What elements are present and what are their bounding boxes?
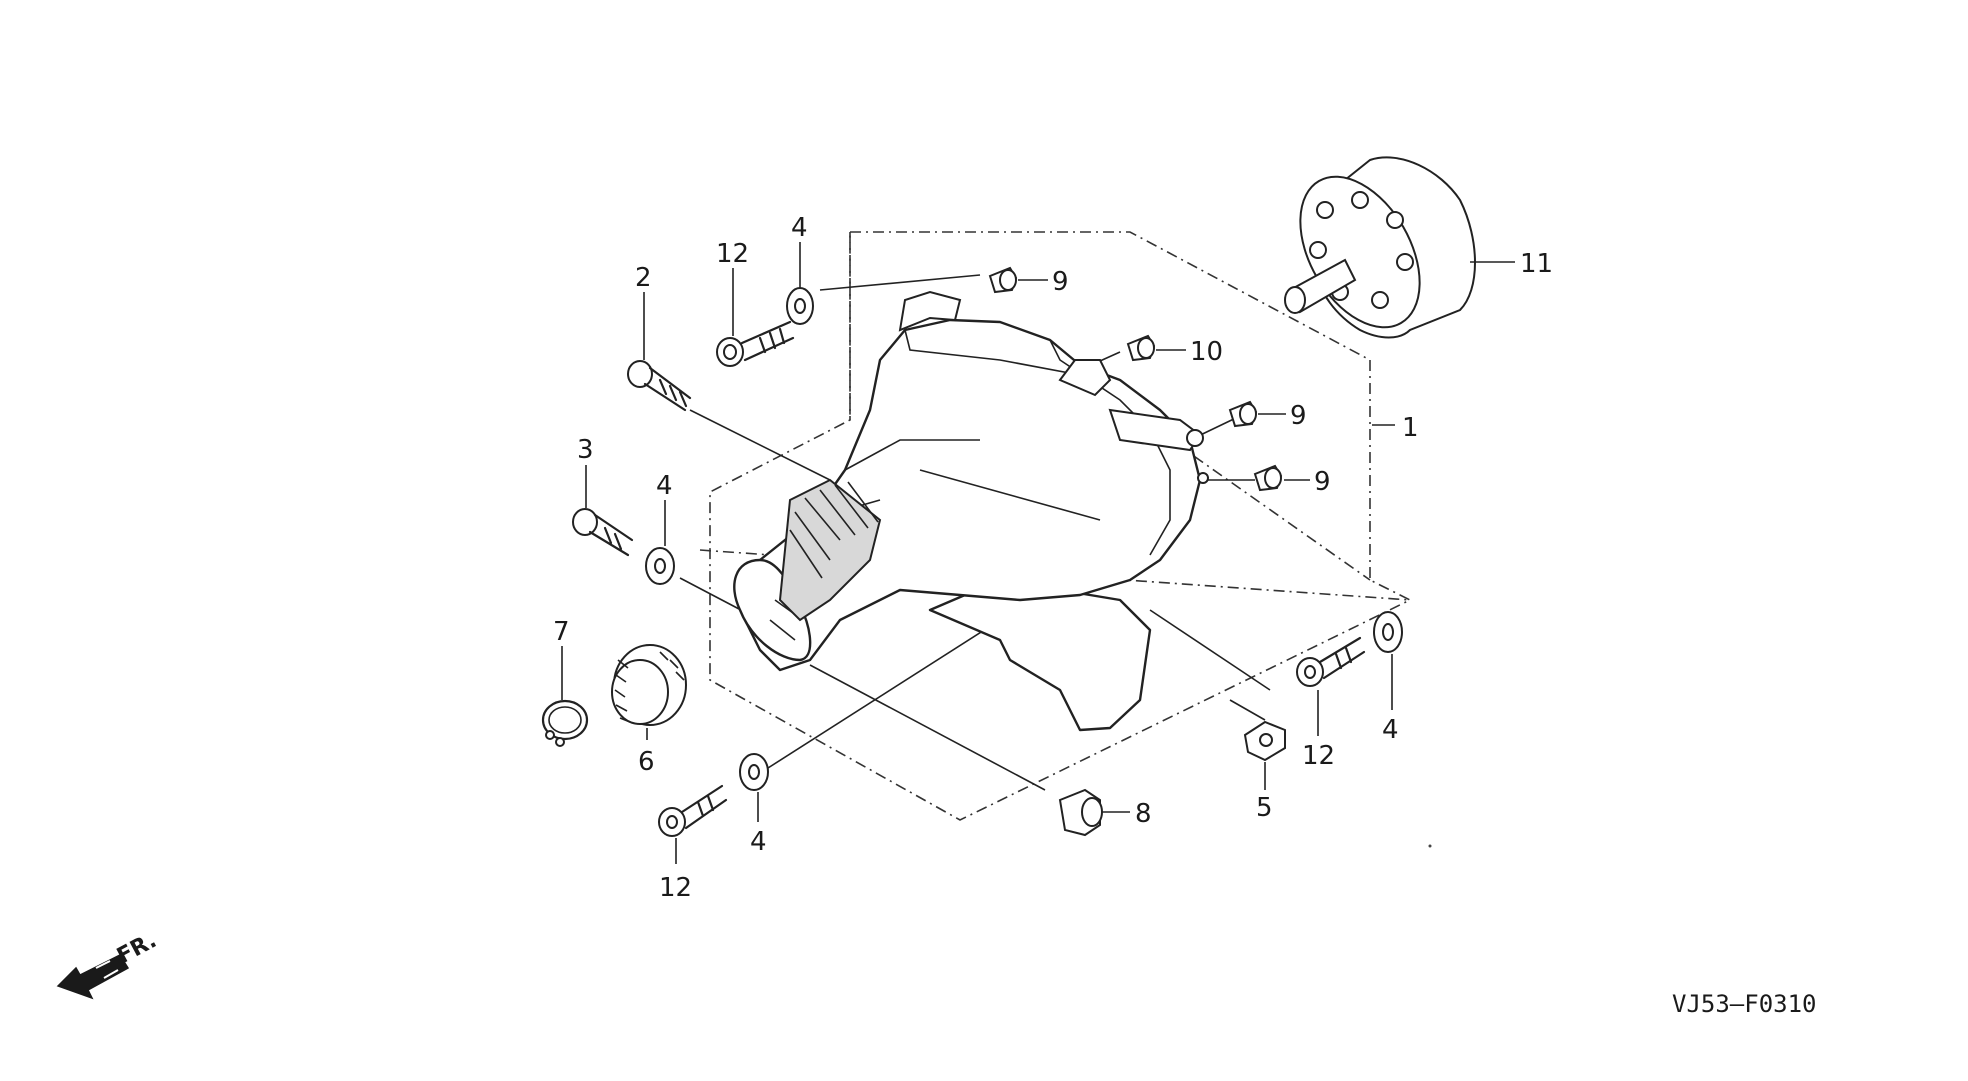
nut-5: [1243, 720, 1286, 762]
bolt-2: [627, 360, 692, 412]
plug-8: [1058, 788, 1103, 837]
stray-dot: [1428, 844, 1432, 848]
callout-leaders: [561, 242, 1515, 864]
label-part-12-right: 12: [1302, 741, 1335, 771]
washer-4-left: [645, 547, 675, 585]
callout-labels: 12 4 9 2 10 9 9 1 11 3 4 7 6 4 12 8 5 12…: [553, 213, 1553, 903]
front-direction-arrow: FR.: [56, 928, 161, 1000]
washer-4-right: [1373, 611, 1403, 653]
label-part-3: 3: [577, 435, 594, 465]
label-part-2: 2: [635, 263, 652, 293]
label-part-4-right: 4: [1382, 715, 1399, 745]
coupling-11: [1284, 156, 1476, 339]
label-part-4-left: 4: [656, 471, 673, 501]
dowel-9-b: [1228, 400, 1258, 428]
label-part-1: 1: [1402, 413, 1419, 443]
bolt-12-top: [716, 320, 795, 367]
label-part-10: 10: [1190, 337, 1223, 367]
figure-code: VJ53—F0310: [1672, 990, 1817, 1018]
leader-lines: [679, 274, 1271, 791]
washer-4-bottom: [739, 753, 769, 791]
label-part-12-bottom: 12: [659, 873, 692, 903]
bolt-12-right: [1296, 636, 1366, 687]
circlip-7: [541, 699, 589, 747]
label-part-12-top: 12: [716, 239, 749, 269]
label-part-6: 6: [638, 747, 655, 777]
label-part-9-top: 9: [1052, 267, 1069, 297]
bolt-3: [572, 508, 634, 557]
bolt-12-bottom: [658, 784, 728, 837]
label-part-4-bottom: 4: [750, 827, 767, 857]
label-part-8: 8: [1135, 799, 1152, 829]
label-part-5: 5: [1256, 793, 1273, 823]
dowel-9-a: [988, 266, 1018, 294]
washer-4-top: [786, 287, 814, 325]
dowel-10: [1126, 334, 1156, 362]
label-part-9-lower: 9: [1314, 467, 1331, 497]
label-part-7: 7: [553, 617, 570, 647]
label-part-4-top: 4: [791, 213, 808, 243]
gear-case-housing: [733, 290, 1209, 732]
bearing-6: [611, 644, 687, 726]
dowel-9-c: [1253, 464, 1283, 492]
label-part-11: 11: [1520, 249, 1553, 279]
label-part-9-middle: 9: [1290, 401, 1307, 431]
